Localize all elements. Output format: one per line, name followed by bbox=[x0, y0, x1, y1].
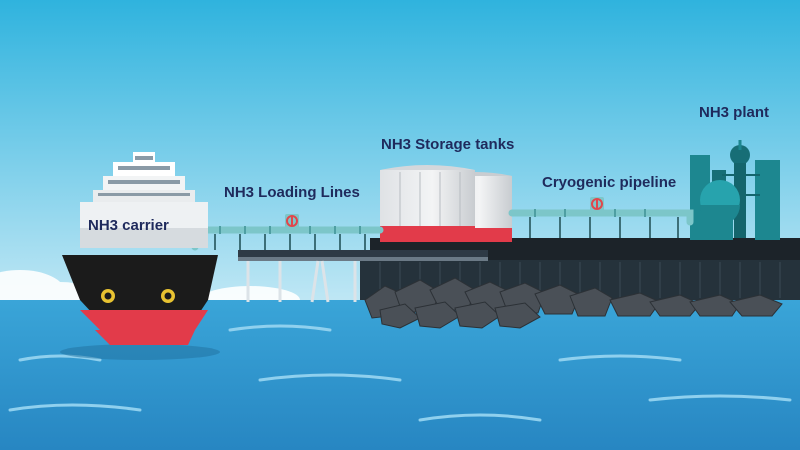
water-ripples bbox=[8, 324, 792, 422]
loading-line-valve-icon bbox=[285, 214, 299, 228]
nh3-plant bbox=[690, 140, 780, 240]
cryogenic-pipeline-valve-icon bbox=[590, 197, 604, 211]
storage-tanks bbox=[380, 165, 512, 242]
carrier-label: NH3 carrier bbox=[88, 217, 169, 234]
loading-lines-label: NH3 Loading Lines bbox=[224, 184, 360, 201]
pipe-supports bbox=[214, 217, 679, 250]
cryogenic-pipeline-label: Cryogenic pipeline bbox=[542, 174, 677, 191]
breakwater-rocks bbox=[364, 277, 783, 329]
nh3-plant-label: NH3 plant bbox=[699, 104, 770, 121]
pipe-ribs bbox=[219, 209, 646, 234]
storage-tanks-label: NH3 Storage tanks bbox=[381, 136, 515, 153]
jetty bbox=[238, 250, 488, 303]
nh3-carrier-ship bbox=[60, 152, 220, 360]
